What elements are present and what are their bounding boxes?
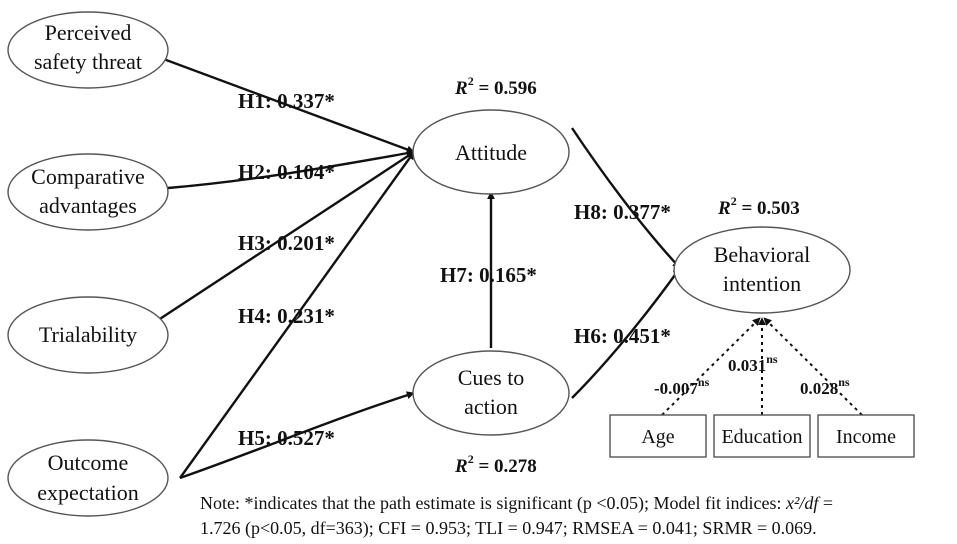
edges: [139, 52, 863, 480]
node-comparative-advantages: Comparative advantages: [7, 153, 169, 231]
node-label: expectation: [37, 480, 138, 505]
edge-h1: [149, 52, 415, 154]
control-sig: ns: [838, 375, 850, 389]
path-label-h7: H7: 0.165*: [440, 263, 537, 287]
edge-control-age: [661, 317, 761, 416]
r2-symbol: R: [454, 78, 468, 99]
path-label-h4: H4: 0.231*: [238, 304, 335, 328]
path-label-h6: H6: 0.451*: [574, 324, 671, 348]
node-education: Education: [713, 414, 811, 458]
path-label-h1: H1: 0.337*: [238, 89, 335, 113]
node-trialability: Trialability: [7, 296, 169, 374]
control-sig: ns: [766, 352, 778, 366]
control-label-education: 0.031ns: [728, 352, 778, 375]
node-label: Trialability: [39, 322, 137, 347]
node-label: Education: [721, 426, 802, 448]
node-income: Income: [817, 414, 915, 458]
node-label: Comparative: [31, 164, 145, 189]
node-label: safety threat: [34, 49, 142, 74]
note-line-1: Note: *indicates that the path estimate …: [200, 493, 833, 514]
note-line-1-end: =: [818, 493, 833, 513]
r2-value: = 0.503: [737, 198, 800, 219]
model-note: Note: *indicates that the path estimate …: [200, 493, 833, 539]
control-value: 0.031: [728, 356, 766, 375]
r-squared-behavioral: R2 = 0.503: [717, 194, 800, 219]
node-behavioral-intention: Behavioral intention: [673, 226, 851, 314]
r-squared-cues: R2 = 0.278: [454, 452, 537, 477]
edge-h3: [139, 150, 415, 334]
path-label-h5: H5: 0.527*: [238, 426, 335, 450]
node-label: advantages: [39, 193, 137, 218]
control-sig: ns: [698, 375, 710, 389]
r-squared-attitude: R2 = 0.596: [454, 74, 537, 99]
edge-h2: [167, 149, 415, 190]
note-line-1-text: Note: *indicates that the path estimate …: [200, 493, 786, 514]
edge-h5: [179, 391, 415, 480]
node-safety-threat: Perceived safety threat: [7, 11, 169, 89]
node-label: Outcome: [48, 450, 129, 475]
node-label: Age: [641, 426, 674, 448]
node-label: Perceived: [45, 20, 132, 45]
control-label-age: -0.007ns: [654, 375, 710, 398]
node-attitude: Attitude: [412, 109, 570, 195]
edge-control-income: [763, 317, 863, 416]
r2-symbol: R: [717, 198, 731, 219]
node-label: Behavioral: [714, 242, 811, 267]
r2-symbol: R: [454, 456, 468, 477]
edge-h8: [571, 127, 681, 269]
r2-exponent: 2: [468, 452, 474, 466]
node-label: Attitude: [455, 140, 527, 165]
node-label: Income: [836, 426, 896, 448]
note-line-2: 1.726 (p<0.05, df=363); CFI = 0.953; TLI…: [200, 518, 817, 539]
node-age: Age: [609, 414, 707, 458]
node-outcome-expectation: Outcome expectation: [7, 439, 169, 517]
path-label-h3: H3: 0.201*: [238, 231, 335, 255]
r2-exponent: 2: [731, 194, 737, 208]
path-label-h2: H2: 0.104*: [238, 160, 335, 184]
r2-exponent: 2: [468, 74, 474, 88]
r2-value: = 0.278: [474, 456, 537, 477]
node-label: action: [464, 394, 518, 419]
control-value: 0.028: [800, 379, 838, 398]
edge-h4: [179, 151, 415, 479]
control-value: -0.007: [654, 379, 698, 398]
note-fit-index: x²/df: [785, 493, 821, 513]
path-label-h8: H8: 0.377*: [574, 200, 671, 224]
control-label-income: 0.028ns: [800, 375, 850, 398]
edge-h6: [571, 267, 681, 399]
node-label: Cues to: [458, 365, 525, 390]
r2-value: = 0.596: [474, 78, 537, 99]
node-label: intention: [723, 271, 801, 296]
node-cues-to-action: Cues to action: [412, 350, 570, 436]
